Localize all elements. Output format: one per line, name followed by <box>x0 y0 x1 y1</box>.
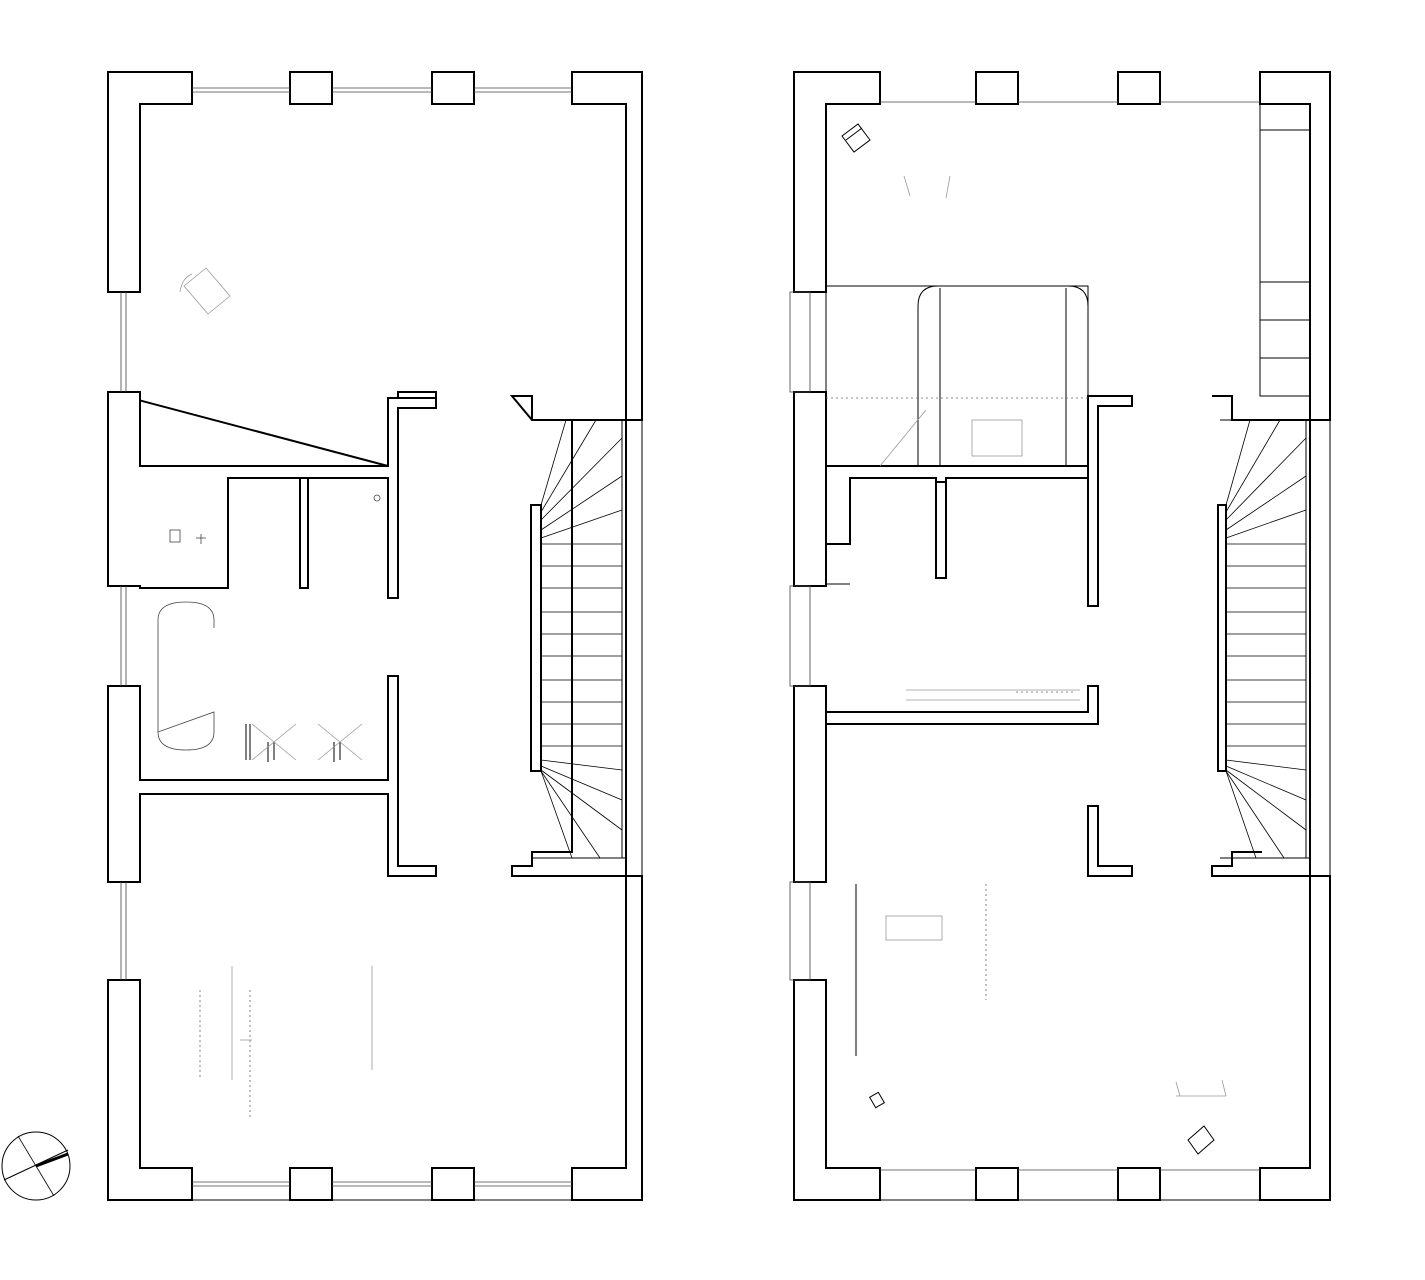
plan-right <box>789 71 1331 1201</box>
right-wardrobe <box>1259 103 1311 397</box>
left-wc-fixtures <box>169 494 381 544</box>
left-exterior-walls <box>107 71 643 1201</box>
right-living-furniture <box>855 884 1227 1155</box>
right-chair-top <box>841 123 951 199</box>
left-windows-top <box>192 87 572 93</box>
right-exterior-walls <box>793 71 1331 1201</box>
right-stair <box>1211 395 1311 877</box>
left-stair <box>509 395 627 877</box>
left-windows-bottom <box>192 1181 572 1187</box>
north-arrow-icon <box>1 1131 71 1201</box>
left-washbasins <box>245 723 363 762</box>
right-kitchen-counter <box>906 689 1080 701</box>
right-stair-treads <box>1225 419 1307 859</box>
left-bathtub <box>157 601 215 751</box>
left-stair-treads <box>540 419 623 859</box>
right-windows <box>789 101 1260 1171</box>
left-armchair <box>179 267 231 315</box>
right-outer-outline <box>794 71 1331 1201</box>
left-windows-side <box>120 292 127 980</box>
left-dining-table <box>199 966 373 1120</box>
plan-left <box>107 71 643 1201</box>
left-outer-outline <box>108 71 643 1201</box>
right-bed <box>825 285 1089 467</box>
